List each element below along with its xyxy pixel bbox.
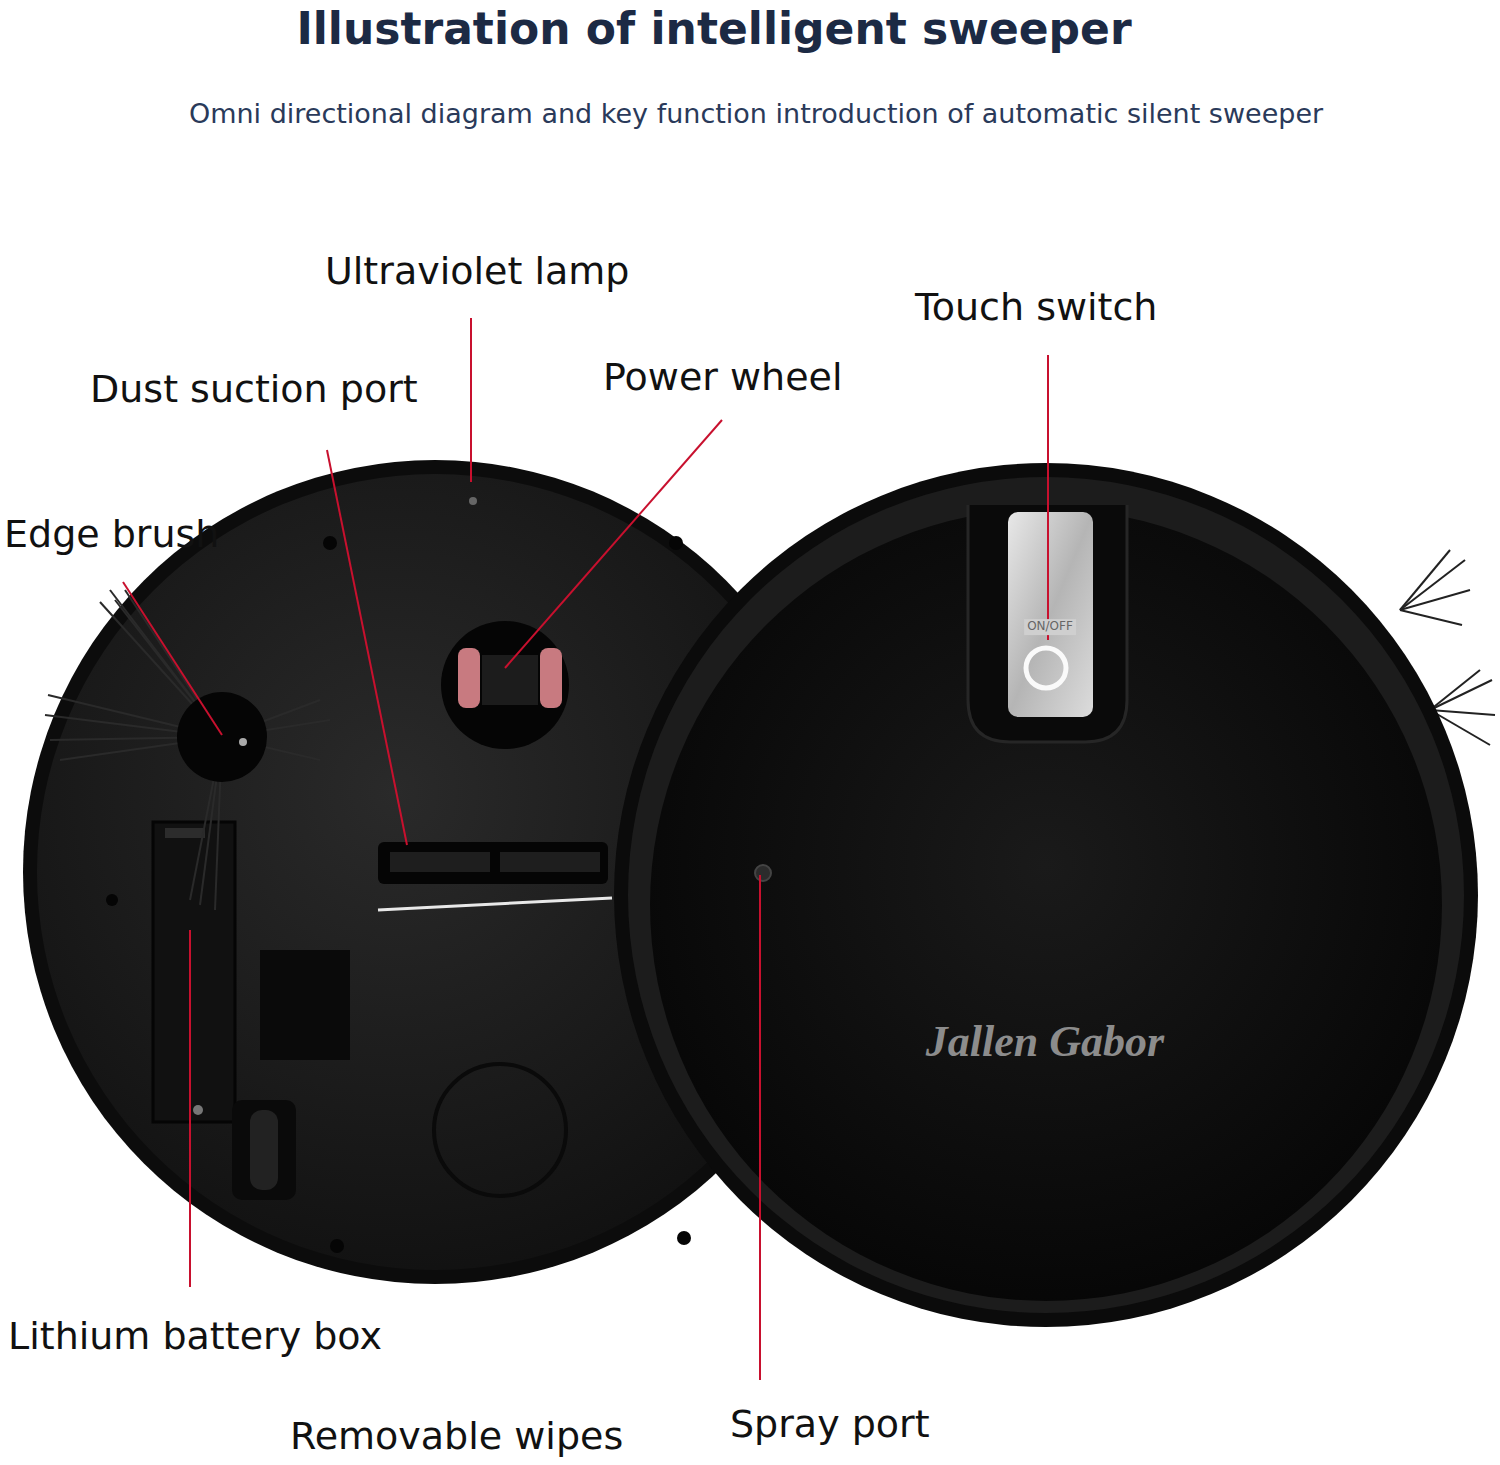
leader-lines (123, 318, 1048, 1380)
button-text: ON/OFF (1024, 619, 1076, 635)
part-label: Removable wipes (290, 1415, 623, 1459)
part-label: Touch switch (915, 286, 1157, 330)
part-label: Ultraviolet lamp (325, 250, 629, 294)
part-label: Edge brush (4, 513, 219, 557)
part-label: Dust suction port (90, 368, 418, 412)
part-label: Lithium battery box (8, 1315, 382, 1359)
top-view (614, 463, 1495, 1327)
title: Illustration of intelligent sweeper (296, 3, 1131, 54)
part-label: Power wheel (603, 356, 842, 400)
subtitle: Omni directional diagram and key functio… (189, 98, 1323, 129)
part-label: Spray port (730, 1403, 930, 1447)
brand-text: Jallen Gabor (926, 1017, 1164, 1068)
